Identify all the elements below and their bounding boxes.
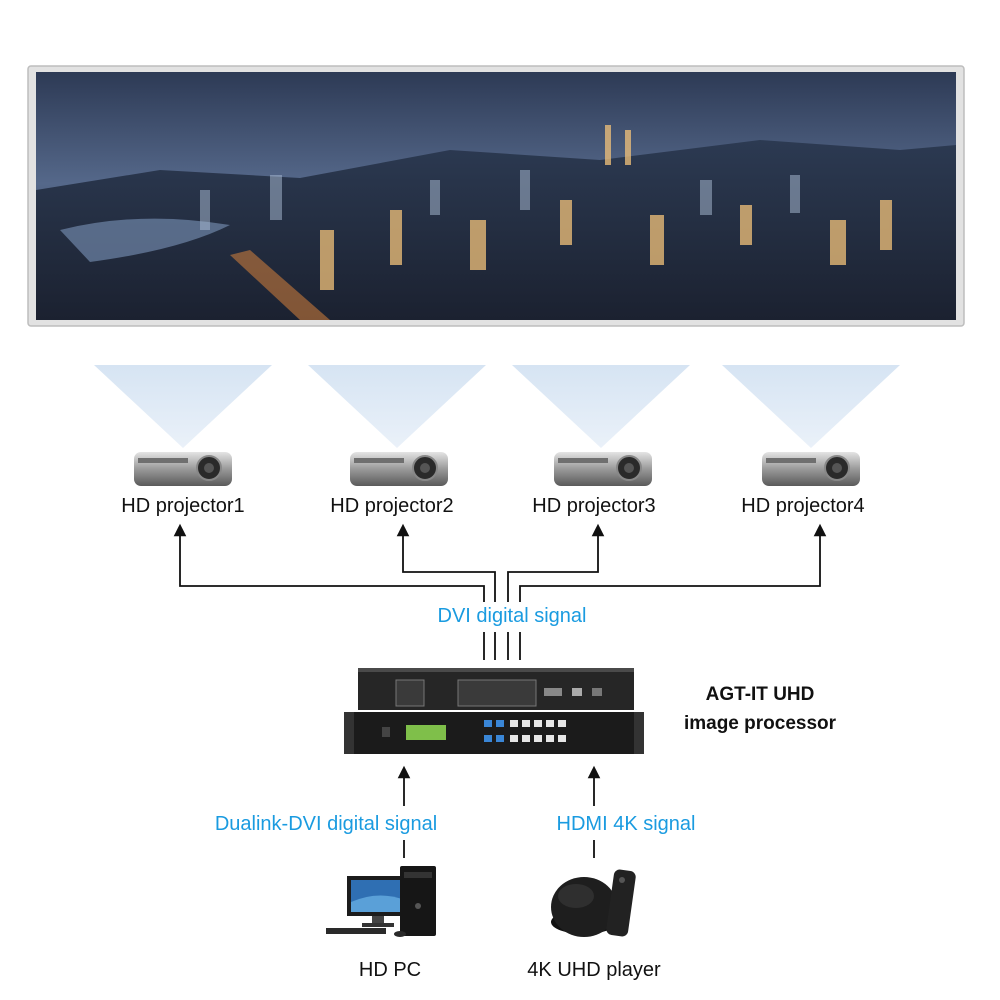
pc-icon [326, 866, 436, 937]
input-connection-lines [397, 765, 601, 858]
dvi-signal-label: DVI digital signal [437, 605, 587, 627]
beam-2 [308, 365, 486, 448]
processor-title-line2: image processor [683, 713, 837, 734]
beam-1 [94, 365, 272, 448]
projector-1-label: HD projector1 [121, 495, 245, 517]
line-to-projector-4 [519, 523, 827, 660]
pc-label: HD PC [358, 959, 422, 981]
dvi-connection-lines [173, 523, 827, 660]
dualink-signal-label: Dualink-DVI digital signal [214, 813, 438, 835]
projection-beams [94, 365, 900, 448]
line-to-projector-1 [173, 523, 485, 660]
player-icon [551, 869, 636, 937]
line-to-projector-2 [396, 523, 496, 660]
projector-3-icon [554, 452, 652, 486]
hdmi-signal-label: HDMI 4K signal [556, 813, 696, 835]
beam-3 [512, 365, 690, 448]
projector-4-label: HD projector4 [741, 495, 865, 517]
projector-2-icon [350, 452, 448, 486]
line-to-projector-3 [507, 523, 605, 660]
projector-3-label: HD projector3 [532, 495, 656, 517]
projector-1-icon [134, 452, 232, 486]
projector-2-label: HD projector2 [330, 495, 454, 517]
player-label: 4K UHD player [527, 959, 661, 981]
projector-4-icon [762, 452, 860, 486]
image-processor-icon [344, 668, 644, 754]
beam-4 [722, 365, 900, 448]
panorama-screen [27, 65, 965, 327]
processor-title-line1: AGT-IT UHD [705, 684, 815, 705]
